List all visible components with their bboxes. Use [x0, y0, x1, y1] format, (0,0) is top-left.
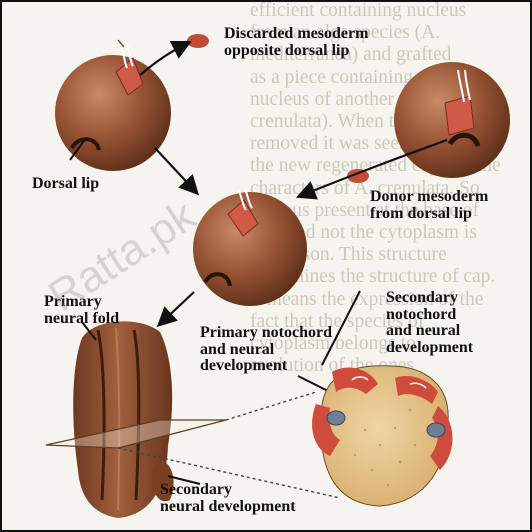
label-dorsal-lip: Dorsal lip: [32, 176, 99, 193]
label-primary-notochord: Primary notochord and neural development: [200, 325, 332, 375]
label-donor-mesoderm: Donor mesoderm from dorsal lip: [370, 189, 488, 222]
label-primary-neural-fold: Primary neural fold: [44, 294, 119, 327]
label-discarded-mesoderm: Discarded mesoderm opposite dorsal lip: [224, 26, 368, 59]
arrow-host-to-grafted: [155, 148, 196, 192]
host-embryo: [55, 40, 171, 171]
label-secondary-neural-development: Secondary neural development: [160, 482, 296, 515]
arrow-grafted-to-larva: [160, 292, 194, 324]
donor-embryo: [394, 62, 510, 178]
grafted-embryo: [193, 189, 307, 306]
cross-section: [312, 366, 452, 506]
discarded-mesoderm: [187, 34, 209, 48]
label-secondary-notochord: Secondary notochord and neural developme…: [386, 290, 473, 356]
arrow-discard: [140, 43, 188, 75]
